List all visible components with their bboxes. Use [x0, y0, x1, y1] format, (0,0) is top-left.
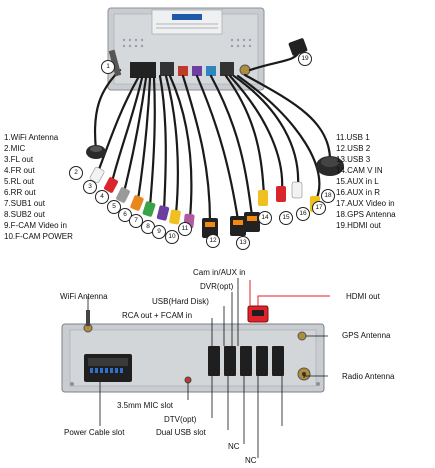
legend-item: 12.USB 2	[336, 144, 371, 153]
marker-11: 11	[178, 222, 192, 236]
marker-16: 16	[296, 207, 310, 221]
legend-item: 15.AUX in L	[336, 177, 379, 186]
legend-item: 16.AUX in R	[336, 188, 381, 197]
marker-5: 5	[107, 200, 121, 214]
callout-nc-1: NC	[228, 442, 240, 451]
head-unit-rear	[107, 7, 265, 91]
callout-wifi: WiFi Antenna	[60, 292, 108, 301]
harness-illustration	[86, 7, 344, 238]
legend-item: 6.RR out	[4, 188, 36, 197]
callout-nc-2: NC	[245, 456, 257, 465]
legend-item: 4.FR out	[4, 166, 35, 175]
legend-item: 14.CAM V IN	[336, 166, 383, 175]
callout-mic: 3.5mm MIC slot	[117, 401, 174, 410]
legend-item: 9.F-CAM Video in	[4, 221, 67, 230]
marker-2: 2	[69, 166, 83, 180]
callout-dtv: DTV(opt)	[164, 415, 197, 424]
marker-3: 3	[83, 180, 97, 194]
callout-power: Power Cable slot	[64, 428, 125, 437]
legend-item: 3.FL out	[4, 155, 34, 164]
legend-item: 8.SUB2 out	[4, 210, 45, 219]
marker-1: 1	[101, 60, 115, 74]
marker-19: 19	[298, 52, 312, 66]
legend-item: 7.SUB1 out	[4, 199, 45, 208]
marker-17: 17	[312, 201, 326, 215]
marker-10: 10	[165, 230, 179, 244]
legend-item: 2.MIC	[4, 144, 26, 153]
callout-dual-usb: Dual USB slot	[156, 428, 206, 437]
legend-item: 19.HDMI out	[336, 221, 381, 230]
legend-item: 10.F-CAM POWER	[4, 232, 73, 241]
callout-dvr: DVR(opt)	[200, 282, 234, 291]
legend-item: 11.USB 1	[336, 133, 370, 142]
legend-item: 18.GPS Antenna	[336, 210, 396, 219]
marker-15: 15	[279, 211, 293, 225]
callout-cam-aux: Cam in/AUX in	[193, 268, 246, 277]
callout-hdmi: HDMI out	[346, 292, 380, 301]
marker-12: 12	[206, 234, 220, 248]
marker-9: 9	[152, 225, 166, 239]
legend-item: 1.WiFi Antenna	[4, 133, 59, 142]
legend-item: 17.AUX Video in	[336, 199, 395, 208]
callout-gps: GPS Antenna	[342, 331, 391, 340]
marker-18: 18	[321, 189, 335, 203]
callout-usb-hd: USB(Hard Disk)	[152, 297, 209, 306]
marker-4: 4	[95, 190, 109, 204]
marker-13: 13	[236, 236, 250, 250]
legend-item: 13.USB 3	[336, 155, 371, 164]
marker-14: 14	[258, 211, 272, 225]
callout-radio: Radio Antenna	[342, 372, 395, 381]
rear-panel-illustration	[61, 278, 330, 458]
callout-rca-fcam: RCA out + FCAM in	[122, 311, 193, 320]
legend-item: 5.RL out	[4, 177, 34, 186]
